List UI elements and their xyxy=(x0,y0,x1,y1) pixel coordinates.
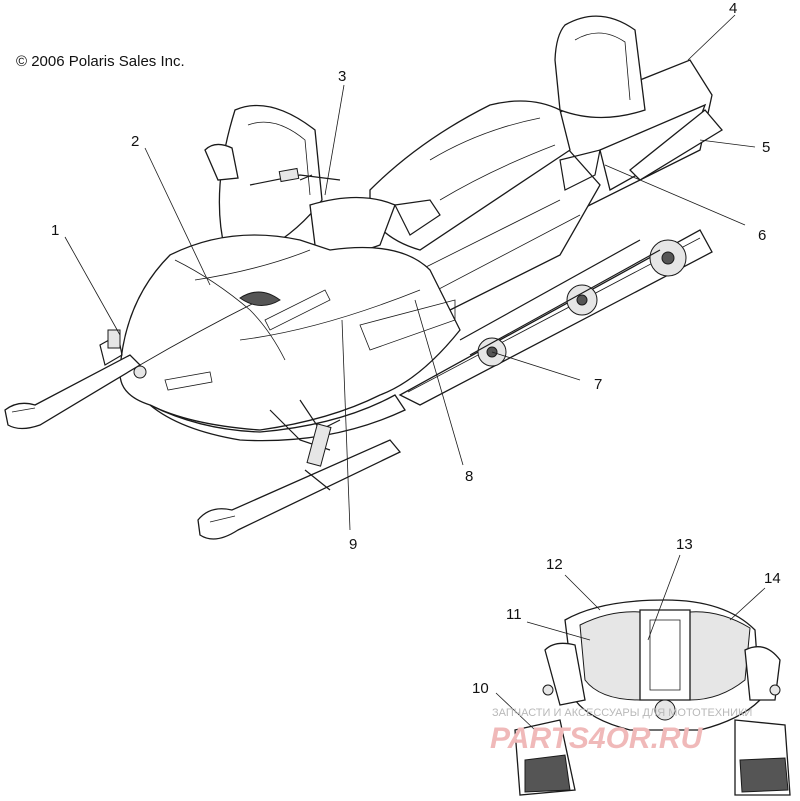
taillight-housing xyxy=(639,609,691,701)
right-ski xyxy=(197,439,402,540)
callout-11: 11 xyxy=(506,606,522,623)
callout-13: 13 xyxy=(676,536,693,553)
callout-5: 5 xyxy=(762,139,770,156)
callout-7: 7 xyxy=(594,376,602,393)
shock-absorber xyxy=(306,423,332,467)
callout-2: 2 xyxy=(131,133,139,150)
rear-view-drawing xyxy=(514,599,791,796)
backrest xyxy=(554,15,646,119)
callout-6: 6 xyxy=(758,227,766,244)
left-spindle xyxy=(107,329,121,349)
rear-leader-lines xyxy=(495,554,766,731)
snowmobile-drawing xyxy=(4,15,723,540)
callout-4: 4 xyxy=(729,0,737,17)
callout-1: 1 xyxy=(51,222,59,239)
callout-12: 12 xyxy=(546,556,563,573)
callout-14: 14 xyxy=(764,570,781,587)
callout-3: 3 xyxy=(338,68,346,85)
hood xyxy=(119,234,461,431)
callout-labels: 1 2 3 4 5 6 7 8 9 10 11 12 13 14 xyxy=(51,0,781,697)
left-ski xyxy=(4,354,142,430)
watermark-top-text: ЗАПЧАСТИ И АКСЕССУАРЫ ДЛЯ МОТОТЕХНИКИ xyxy=(492,707,752,719)
copyright-text: © 2006 Polaris Sales Inc. xyxy=(16,53,185,70)
callout-8: 8 xyxy=(465,468,473,485)
callout-9: 9 xyxy=(349,536,357,553)
callout-10: 10 xyxy=(472,680,489,697)
leader-lines xyxy=(64,14,756,531)
watermark: ЗАПЧАСТИ И АКСЕССУАРЫ ДЛЯ МОТОТЕХНИКИ PA… xyxy=(490,707,752,755)
seat xyxy=(369,100,571,251)
headlight xyxy=(133,365,147,379)
watermark-bottom-text: PARTS4OR.RU xyxy=(490,722,704,755)
hitch xyxy=(654,699,676,721)
